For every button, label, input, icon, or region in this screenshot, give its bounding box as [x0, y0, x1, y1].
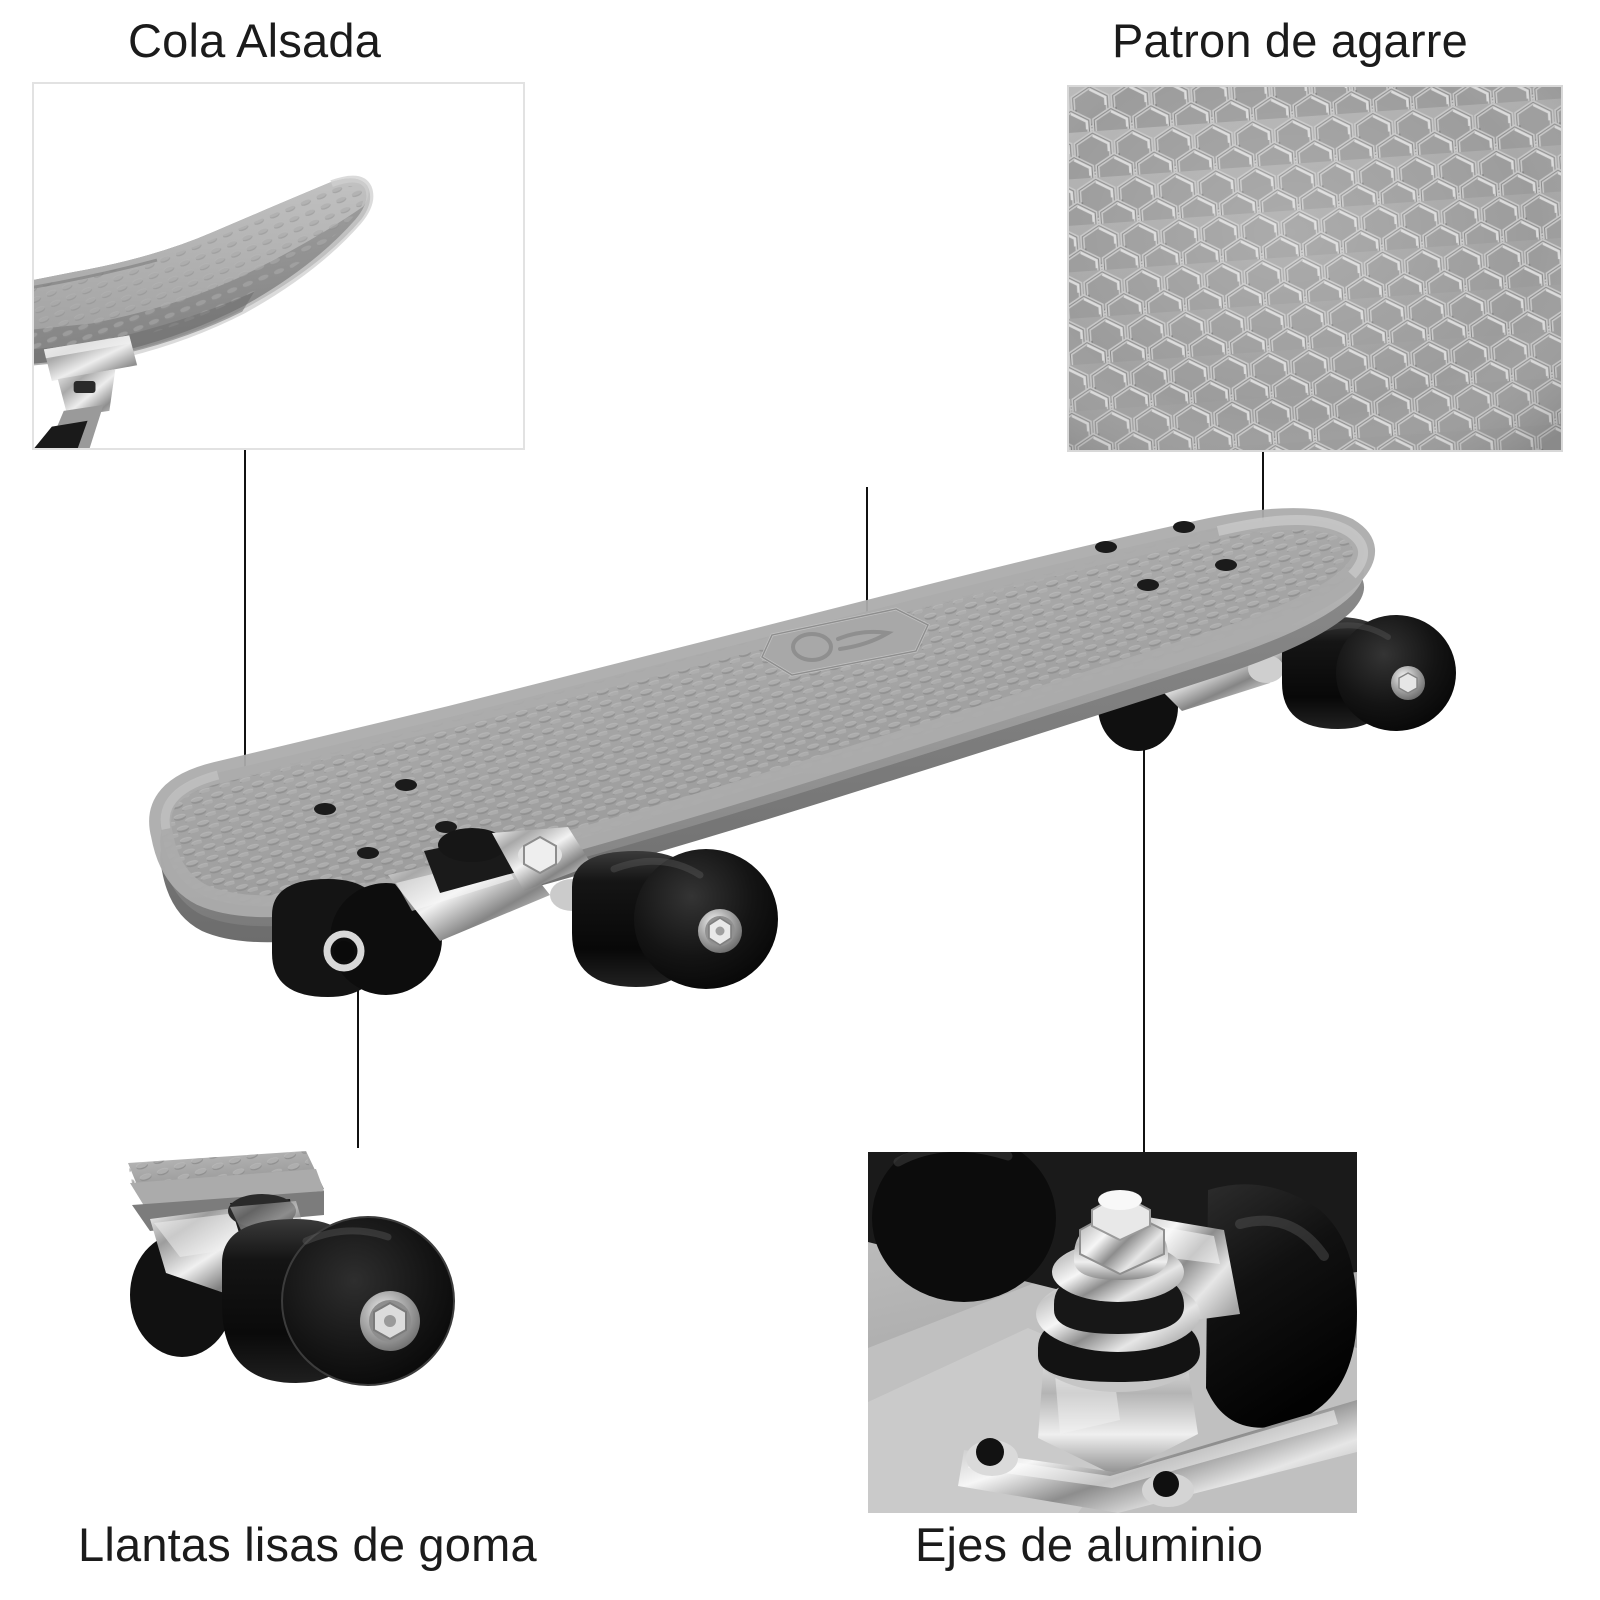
mounting-hole: [314, 803, 336, 815]
wheel-face-rim: [281, 1216, 455, 1386]
right-wheel: [1206, 1184, 1357, 1428]
hero-product-image: [120, 455, 1480, 1145]
leader-line-deck-logo: [866, 487, 868, 622]
feature-caption-aluminium-trucks: Ejes de aluminio: [915, 1518, 1264, 1571]
front-axle-center: [715, 926, 725, 936]
deck-side-rail: [130, 1169, 324, 1209]
tail-edge-shadow: [34, 258, 158, 289]
mount-bolt-left: [976, 1438, 1004, 1466]
leader-line-aluminium-trucks: [1143, 720, 1145, 1152]
feature-photo-grip-pattern: [1067, 85, 1563, 452]
deck-nose-rim-highlight: [160, 770, 220, 830]
truck-closeup-image: [868, 1152, 1357, 1513]
mounting-hole: [1137, 579, 1159, 591]
axle-center: [384, 1315, 396, 1327]
mounting-hole: [1215, 559, 1237, 571]
front-truck-assembly: [272, 827, 778, 997]
left-wheel: [872, 1152, 1056, 1302]
truck-baseplate: [958, 1400, 1357, 1513]
rear-axle-nut: [1398, 672, 1418, 694]
feature-photo-raised-tail: [32, 82, 525, 450]
feature-caption-grip-pattern: Patron de agarre: [1112, 14, 1468, 67]
logo-wordmark: [836, 629, 894, 651]
kingpin-thread-top: [1098, 1190, 1142, 1210]
left-wheel-highlight: [893, 1152, 1013, 1167]
logo-mark: [791, 632, 833, 662]
photo-vignette: [1069, 87, 1561, 450]
skateboard-illustration: [149, 508, 1456, 997]
feature-caption-rubber-wheels: Llantas lisas de goma: [78, 1518, 537, 1571]
leader-line-grip-pattern: [1262, 452, 1264, 526]
deck: [149, 508, 1376, 943]
honeycomb-grip-closeup-image: [1069, 87, 1561, 450]
feature-photo-rubber-wheels: [110, 1145, 570, 1490]
leader-line-raised-tail: [244, 450, 246, 786]
truck-bushing: [73, 381, 96, 393]
raised-tail-closeup-image: [34, 84, 523, 448]
mounting-hole: [357, 847, 379, 859]
deck-corner-grip: [128, 1151, 310, 1183]
deck-logo-plate: [760, 607, 930, 677]
mounting-hole: [1173, 521, 1195, 533]
mounting-hole: [435, 821, 457, 833]
wheel-closeup-image: [110, 1145, 570, 1490]
right-wheel-highlight: [1235, 1215, 1329, 1261]
leader-line-rubber-wheels: [357, 958, 359, 1148]
baseplate-highlight: [968, 1410, 1338, 1488]
feature-photo-aluminium-trucks: [868, 1152, 1357, 1513]
front-far-wheel-face: [330, 883, 442, 995]
mounting-hole: [1095, 541, 1117, 553]
front-pivot-bushing: [438, 828, 506, 862]
axle-hole-ring: [323, 930, 365, 972]
truck-baseplate-highlight: [43, 335, 132, 359]
wheel-edge: [34, 420, 88, 448]
front-wheel-highlight: [610, 857, 704, 879]
axle-hole: [334, 941, 354, 961]
deck-tail-rim-highlight: [1216, 515, 1368, 579]
mounting-hole: [395, 779, 417, 791]
feature-caption-raised-tail: Cola Alsada: [128, 14, 382, 67]
wheel-specular-highlight: [302, 1227, 392, 1245]
deck-grip-texture: [160, 519, 1365, 907]
logo-plate-outline: [761, 608, 929, 676]
front-kingpin-nut: [523, 835, 557, 875]
mount-bolt-right: [1153, 1471, 1179, 1497]
